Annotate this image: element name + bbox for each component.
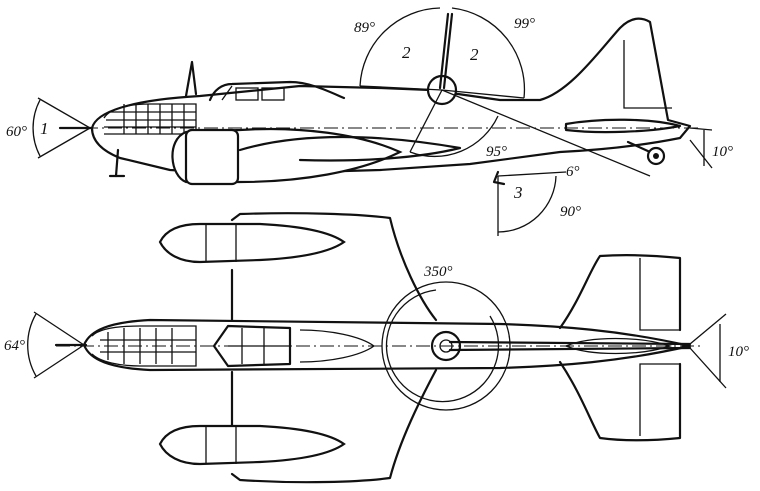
plan-view: 350° 64° 10° (4, 212, 749, 484)
plan-wing-outline (230, 212, 438, 484)
side-turret-down-angle: 95° (486, 144, 507, 160)
side-nose-cone-angle: 60° (6, 124, 27, 140)
plan-turret-gun (448, 346, 692, 352)
side-nose-glazing (103, 103, 197, 135)
plan-turret-gun (448, 340, 692, 346)
side-nose-cone-upper (37, 97, 91, 129)
side-turret-gun (438, 12, 450, 90)
side-turret-number-right: 2 (470, 45, 479, 64)
side-turret-aft-angle: 99° (514, 16, 535, 32)
plan-nose-cone-arc (27, 313, 37, 377)
side-nose-cone-arc (32, 99, 41, 157)
side-canopy (208, 80, 346, 102)
side-turret-rear-limit (441, 89, 651, 177)
side-nose-gear (114, 148, 120, 178)
side-turret-forward-limit (359, 85, 443, 91)
plan-engine-nacelle-lower (158, 424, 346, 466)
side-turret-gun (442, 12, 454, 90)
plan-turret-traverse-arc (385, 289, 500, 403)
side-tail-cone-angle: 10° (712, 144, 733, 160)
side-turret-number-left: 2 (402, 43, 411, 62)
side-turret-aft-limit (441, 89, 525, 99)
plan-tailplane-upper (558, 254, 682, 332)
side-ventral-arc (497, 175, 557, 233)
side-turret-down-arc (409, 115, 499, 158)
side-tail-wheel-hub (653, 153, 659, 159)
side-wing (238, 135, 462, 162)
side-rudder-hinge (623, 40, 672, 109)
side-nose-cone-lower (37, 127, 91, 159)
side-ventral-up-limit (497, 171, 567, 177)
plan-nose-cone-upper (33, 311, 85, 346)
side-engine-cowling (184, 128, 240, 186)
side-nose-cone-number: 1 (40, 119, 49, 138)
plan-nose-cone-lower (33, 344, 85, 379)
plan-tail-cone-upper (689, 313, 727, 345)
plan-elevator-hinge (639, 363, 680, 436)
side-tailplane (564, 118, 682, 134)
side-canopy-window (235, 87, 259, 101)
side-ventral-number: 3 (513, 183, 523, 202)
side-ventral-up-angle: 6° (566, 164, 580, 180)
side-turret-forward-arc (359, 7, 441, 87)
side-ventral-down-angle: 90° (560, 204, 581, 220)
plan-turret-traverse-angle: 350° (423, 264, 453, 280)
side-canopy-frame (221, 85, 233, 101)
side-canopy-window (261, 87, 285, 101)
plan-tail-cone-angle: 10° (728, 344, 749, 360)
side-tail-cone-lower (689, 139, 713, 169)
plan-elevator-hinge (639, 258, 680, 331)
side-ventral-gun (492, 170, 506, 186)
side-turret-lower-limit (409, 89, 443, 153)
plan-nose-cone-angle: 64° (4, 338, 25, 354)
side-turret-aft-arc (451, 7, 526, 99)
plan-engine-nacelle-upper (158, 222, 346, 264)
side-turret-forward-angle: 89° (354, 20, 375, 36)
plan-tailplane-lower (558, 360, 682, 442)
side-tail-wheel-strut (626, 140, 652, 154)
side-antenna-mast (184, 60, 198, 98)
side-view: 1 60° 2 2 89° 99° 95° 3 6° 90° 10° (6, 7, 733, 236)
